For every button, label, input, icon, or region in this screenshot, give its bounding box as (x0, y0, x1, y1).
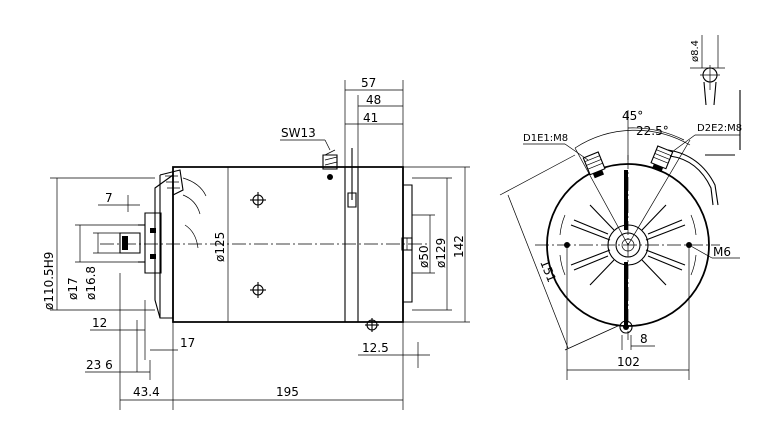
dim-48: 48 (366, 93, 381, 107)
angle-dimensions: 45° 22.5° (575, 109, 690, 245)
dim-142: 142 (452, 235, 466, 258)
label-d2e2-m8: D2E2:M8 (697, 123, 742, 134)
dim-8: 8 (640, 332, 648, 346)
motor-body (173, 167, 412, 322)
terminals (583, 90, 740, 205)
terminal-labels: D1E1:M8 D2E2:M8 (523, 123, 742, 160)
dim-d17: ø17 (66, 277, 80, 300)
end-view: 45° 22.5° D1E1:M8 D2E2:M8 ø8.4 (500, 35, 742, 380)
dim-45deg: 45° (622, 109, 643, 123)
dim-22-5deg: 22.5° (636, 124, 669, 138)
mounting-screws (250, 192, 379, 332)
right-dimensions: ø50 ø129 142 ø125 (213, 167, 470, 322)
left-dimensions: ø110.5H9 ø17 ø16.8 7 (42, 178, 155, 310)
dim-12-5: 12.5 (362, 341, 389, 355)
end-bottom-dimensions: 102 8 (567, 245, 689, 380)
terminal-post (323, 148, 356, 207)
dim-d8-4: ø8.4 (690, 40, 701, 62)
dim-d16-8: ø16.8 (84, 266, 98, 300)
dim-sw13: SW13 (281, 126, 316, 140)
m6-callout: M6 (689, 245, 740, 259)
dim-43-4: 43.4 (133, 385, 160, 399)
bottom-dimensions: 43.4 195 12 17 23 6 12.5 (85, 273, 430, 410)
dim-151: 151 (537, 258, 559, 284)
dim-195: 195 (276, 385, 299, 399)
ring-terminal: ø8.4 (690, 35, 725, 105)
label-m6: M6 (713, 245, 731, 259)
dim-23-6: 23 6 (86, 358, 113, 372)
dim-7: 7 (105, 191, 113, 205)
dim-110-5h9: ø110.5H9 (42, 252, 56, 310)
dim-d50: ø50 (417, 245, 431, 268)
dim-12: 12 (92, 316, 107, 330)
dim-41: 41 (363, 111, 378, 125)
end-plate (535, 155, 720, 340)
label-d1e1-m8: D1E1:M8 (523, 133, 568, 144)
dim-d129: ø129 (434, 238, 448, 268)
top-dimensions: 57 48 41 SW13 (280, 76, 403, 185)
dim-102: 102 (617, 355, 640, 369)
dim-17b: 17 (180, 336, 195, 350)
side-view: 57 48 41 SW13 ø110.5H9 ø17 ø16.8 7 (42, 76, 470, 410)
dim-57: 57 (361, 76, 376, 90)
dim-d125: ø125 (213, 232, 227, 262)
